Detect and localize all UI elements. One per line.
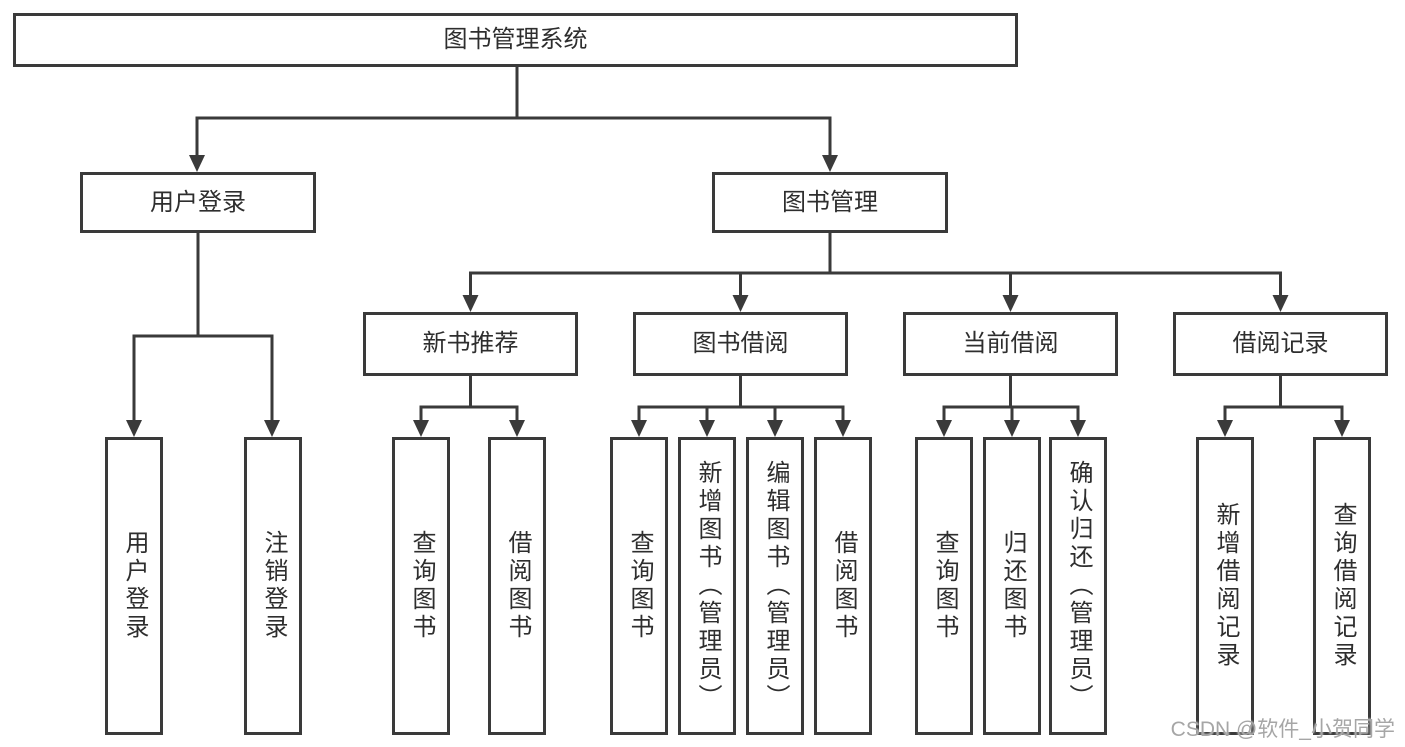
node-new-book-recommend: 新书推荐 xyxy=(363,312,578,376)
node-leaf-add-borrow-record: 新增借阅记录 xyxy=(1196,437,1254,735)
node-leaf-user-login: 用户登录 xyxy=(105,437,163,735)
arrow-down-icon xyxy=(936,420,952,437)
arrowhead-icons xyxy=(126,155,1350,437)
connector-borrowrecords-to-leaves xyxy=(1223,376,1344,422)
node-leaf-edit-book-admin: 编辑图书（管理员） xyxy=(746,437,804,735)
node-root: 图书管理系统 xyxy=(13,13,1018,67)
node-leaf-confirm-return-admin: 确认归还（管理员） xyxy=(1049,437,1107,735)
node-leaf-query-books-current: 查询图书 xyxy=(915,437,973,735)
arrow-down-icon xyxy=(509,420,525,437)
arrow-down-icon xyxy=(1272,295,1289,312)
connector-newbook-to-leaves xyxy=(419,376,519,422)
arrow-down-icon xyxy=(835,420,851,437)
arrow-down-icon xyxy=(732,295,749,312)
connector-userlogin-to-leaves xyxy=(132,233,274,422)
node-book-borrow: 图书借阅 xyxy=(633,312,848,376)
arrow-down-icon xyxy=(1217,420,1233,437)
node-current-borrow: 当前借阅 xyxy=(903,312,1118,376)
node-leaf-query-books-recommend: 查询图书 xyxy=(392,437,450,735)
connector-currentborrow-to-leaves xyxy=(942,376,1080,422)
connector-root-to-level2 xyxy=(195,67,832,157)
csdn-watermark: CSDN @软件_小贺同学 xyxy=(1170,718,1395,741)
node-leaf-borrow-books: 借阅图书 xyxy=(814,437,872,735)
node-leaf-query-borrow-record: 查询借阅记录 xyxy=(1313,437,1371,735)
arrow-down-icon xyxy=(822,155,838,172)
arrow-down-icon xyxy=(1334,420,1350,437)
arrow-down-icon xyxy=(413,420,429,437)
arrow-down-icon xyxy=(1002,295,1019,312)
arrow-down-icon xyxy=(631,420,647,437)
node-leaf-borrow-books-recommend: 借阅图书 xyxy=(488,437,546,735)
node-user-login: 用户登录 xyxy=(80,172,316,233)
connector-bookmgmt-to-level3 xyxy=(469,233,1282,297)
node-borrow-records: 借阅记录 xyxy=(1173,312,1388,376)
arrow-down-icon xyxy=(264,420,280,437)
arrow-down-icon xyxy=(767,420,783,437)
node-book-management: 图书管理 xyxy=(712,172,948,233)
arrow-down-icon xyxy=(126,420,142,437)
node-leaf-query-books-borrow: 查询图书 xyxy=(610,437,668,735)
connector-bookborrow-to-leaves xyxy=(637,376,845,422)
arrow-down-icon xyxy=(189,155,205,172)
arrow-down-icon xyxy=(1070,420,1086,437)
node-leaf-add-book-admin: 新增图书（管理员） xyxy=(678,437,736,735)
node-leaf-logout: 注销登录 xyxy=(244,437,302,735)
node-leaf-return-book: 归还图书 xyxy=(983,437,1041,735)
arrow-down-icon xyxy=(462,295,479,312)
arrow-down-icon xyxy=(1004,420,1020,437)
arrow-down-icon xyxy=(699,420,715,437)
